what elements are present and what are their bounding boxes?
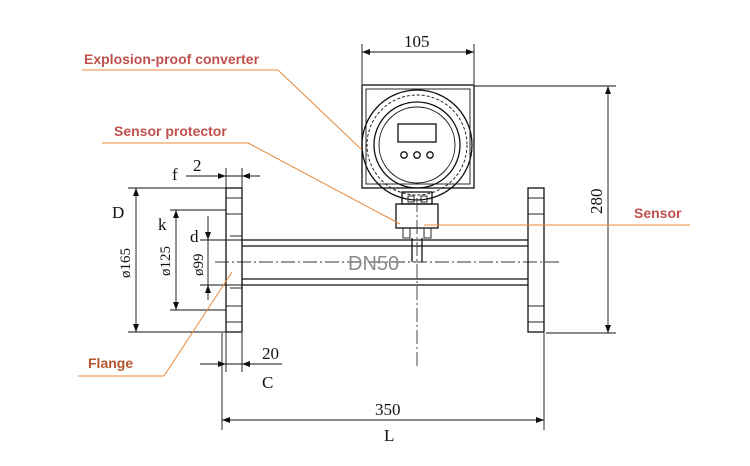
dimension-D: D ø165 — [112, 187, 226, 333]
callout-explosion-proof-converter: Explosion-proof converter — [82, 51, 363, 151]
label-sensor-protector: Sensor protector — [114, 123, 227, 139]
left-flange — [225, 187, 243, 333]
dim-280-text: 280 — [587, 189, 606, 215]
dimension-105: 105 — [361, 32, 475, 84]
dimension-280: 280 — [474, 85, 616, 334]
dim-L-text: L — [384, 426, 394, 445]
callout-sensor: Sensor — [424, 205, 690, 226]
dimension-L: 350 L — [221, 333, 545, 445]
dimension-f: f 2 — [172, 156, 260, 188]
dimension-k: k ø125 — [158, 209, 226, 311]
callout-sensor-protector: Sensor protector — [102, 123, 401, 225]
dim-phi99-text: ø99 — [191, 254, 207, 277]
dim-phi125-text: ø125 — [158, 246, 174, 276]
callout-flange: Flange — [78, 271, 233, 377]
pipe-body: DN50 — [215, 239, 560, 286]
dim-c-value: 20 — [262, 344, 279, 363]
pipe-nominal-label: DN50 — [348, 253, 399, 275]
right-flange — [527, 187, 545, 333]
dim-k-text: k — [158, 215, 167, 234]
explosion-proof-converter — [361, 84, 475, 239]
sensor-probe — [411, 198, 423, 368]
dim-phi165-text: ø165 — [118, 248, 134, 278]
dim-f-value: 2 — [193, 156, 202, 175]
label-sensor: Sensor — [634, 205, 682, 221]
dim-C-text: C — [262, 373, 273, 392]
label-explosion-proof-converter: Explosion-proof converter — [84, 51, 260, 67]
dimension-C: 20 C — [200, 333, 282, 392]
dimension-d: d ø99 — [190, 216, 242, 300]
dim-d-text: d — [190, 227, 199, 246]
dim-f-text: f — [172, 165, 178, 184]
dim-105-text: 105 — [404, 32, 430, 51]
dim-350-text: 350 — [375, 400, 401, 419]
label-flange: Flange — [88, 355, 133, 371]
dim-D-text: D — [112, 203, 124, 222]
